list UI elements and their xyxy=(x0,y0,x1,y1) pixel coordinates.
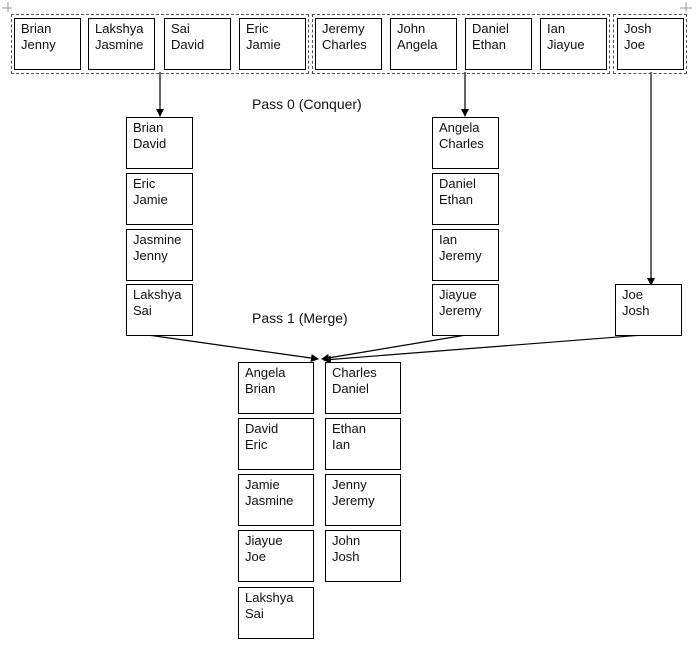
record: Jiayue xyxy=(245,533,283,548)
record: Daniel xyxy=(332,381,369,396)
record: Ethan xyxy=(439,192,473,207)
run-page: Jasmine Jenny xyxy=(126,229,193,281)
run-page: Daniel Ethan xyxy=(432,173,499,225)
output-page: Angela Brian xyxy=(238,362,314,414)
input-page: John Angela xyxy=(390,18,457,70)
record: Jamie xyxy=(245,477,280,492)
record: Angela xyxy=(397,37,438,52)
record: Daniel xyxy=(439,176,476,191)
record: Lakshya xyxy=(245,590,294,605)
input-page: Ian Jiayue xyxy=(540,18,607,70)
arrow-run2-to-output xyxy=(321,334,467,362)
record: John xyxy=(332,533,361,548)
record: Jenny xyxy=(21,37,56,52)
record: Jasmine xyxy=(133,232,182,247)
input-page: Josh Joe xyxy=(617,18,684,70)
crop-mark-top-right xyxy=(680,2,692,12)
record: David xyxy=(245,421,279,436)
record: Charles xyxy=(439,136,484,151)
record: Ethan xyxy=(472,37,506,52)
output-page: Jenny Jeremy xyxy=(325,474,401,526)
input-page: Daniel Ethan xyxy=(465,18,532,70)
record: Brian xyxy=(245,381,276,396)
record: Joe xyxy=(624,37,645,52)
record: Josh xyxy=(624,21,652,36)
record: Joe xyxy=(245,549,266,564)
record: Jeremy xyxy=(332,493,375,508)
input-page: Jeremy Charles xyxy=(315,18,382,70)
output-page: Charles Daniel xyxy=(325,362,401,414)
run-page: Eric Jamie xyxy=(126,173,193,225)
record: Joe xyxy=(622,287,643,302)
record: Brian xyxy=(133,120,164,135)
input-group-2 xyxy=(312,14,610,74)
run-page: Joe Josh xyxy=(615,284,682,336)
record: David xyxy=(133,136,167,151)
input-page: Eric Jamie xyxy=(239,18,306,70)
record: Eric xyxy=(245,437,268,452)
run-page: Brian David xyxy=(126,117,193,169)
output-page: Ethan Ian xyxy=(325,418,401,470)
record: Jeremy xyxy=(322,21,365,36)
record: Lakshya xyxy=(133,287,182,302)
input-page: Lakshya Jasmine xyxy=(88,18,155,70)
run-page: Angela Charles xyxy=(432,117,499,169)
record: Lakshya xyxy=(95,21,144,36)
run-page: Ian Jeremy xyxy=(432,229,499,281)
arrow-run1-to-output xyxy=(147,334,319,362)
output-page: John Josh xyxy=(325,530,401,582)
record: Ian xyxy=(439,232,458,247)
record: Jasmine xyxy=(95,37,144,52)
run-page: Jiayue Jeremy xyxy=(432,284,499,336)
pass-0-label: Pass 0 (Conquer) xyxy=(252,96,362,112)
record: Sai xyxy=(133,303,152,318)
record: Brian xyxy=(21,21,52,36)
record: Jenny xyxy=(133,248,168,263)
input-page: Sai David xyxy=(164,18,231,70)
pass-1-label: Pass 1 (Merge) xyxy=(252,310,348,326)
output-page: Jiayue Joe xyxy=(238,530,314,582)
record: Angela xyxy=(245,365,286,380)
crop-mark-top-left xyxy=(2,2,12,12)
record: Ian xyxy=(332,437,351,452)
output-page: David Eric xyxy=(238,418,314,470)
record: Sai xyxy=(245,606,264,621)
record: Josh xyxy=(622,303,650,318)
record: John xyxy=(397,21,426,36)
record: Daniel xyxy=(472,21,509,36)
record: Jenny xyxy=(332,477,367,492)
record: Charles xyxy=(322,37,367,52)
record: Angela xyxy=(439,120,480,135)
output-page: Jamie Jasmine xyxy=(238,474,314,526)
input-group-3 xyxy=(613,14,687,74)
record: Ethan xyxy=(332,421,366,436)
record: Jamie xyxy=(133,192,168,207)
record: Eric xyxy=(246,21,269,36)
record: Jiayue xyxy=(439,287,477,302)
record: Charles xyxy=(332,365,377,380)
record: Josh xyxy=(332,549,360,564)
record: Jeremy xyxy=(439,248,482,263)
input-group-1 xyxy=(11,14,309,74)
input-page: Brian Jenny xyxy=(14,18,81,70)
record: Jasmine xyxy=(245,493,294,508)
record: Jiayue xyxy=(547,37,585,52)
output-page: Lakshya Sai xyxy=(238,587,314,639)
record: Eric xyxy=(133,176,156,191)
record: Jamie xyxy=(246,37,281,52)
run-page: Lakshya Sai xyxy=(126,284,193,336)
record: Ian xyxy=(547,21,566,36)
record: Sai xyxy=(171,21,190,36)
record: David xyxy=(171,37,205,52)
record: Jeremy xyxy=(439,303,482,318)
arrow-run3-to-output xyxy=(323,334,644,364)
